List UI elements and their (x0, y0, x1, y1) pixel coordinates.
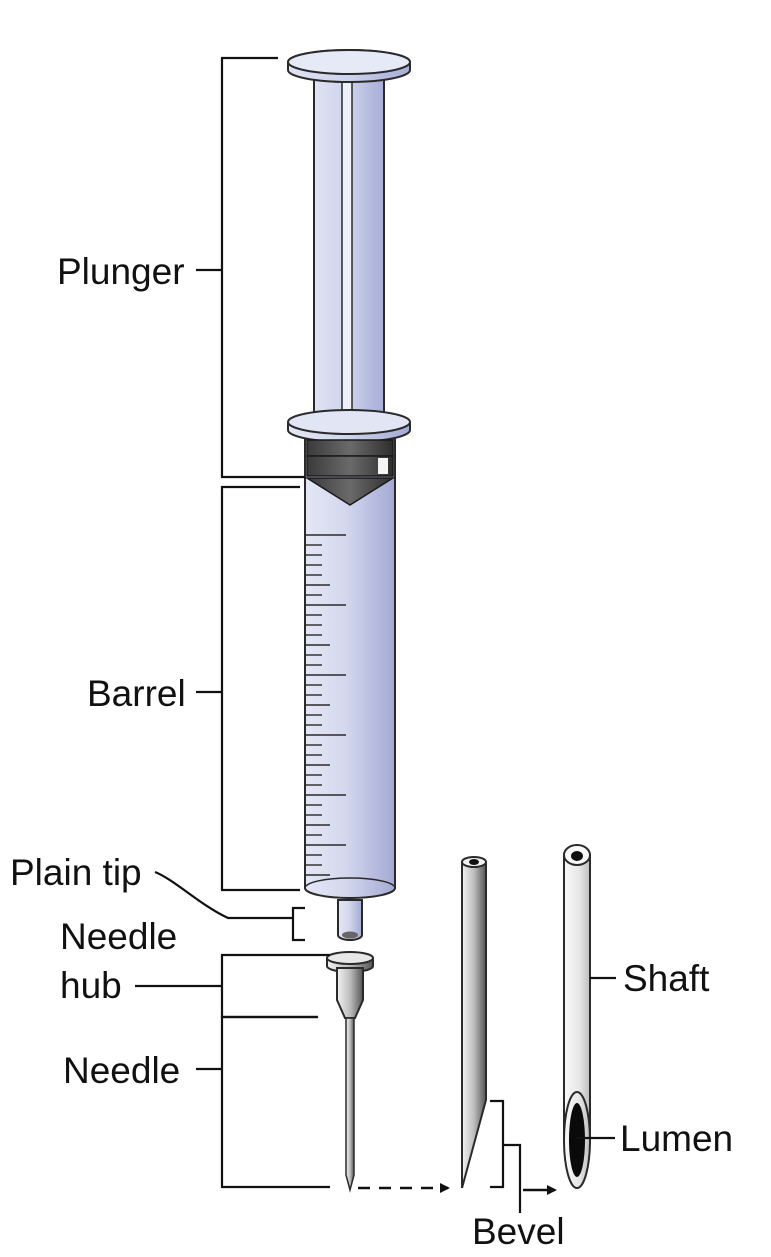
label-plain-tip: Plain tip (10, 852, 142, 893)
label-needle-hub-line1: Needle (60, 916, 178, 957)
label-needle-hub-line2: hub (60, 965, 122, 1006)
label-barrel: Barrel (87, 673, 186, 714)
label-needle: Needle (63, 1050, 181, 1091)
needle (345, 1017, 355, 1193)
shaft-lumen-detail (563, 844, 591, 1189)
barrel-bracket (220, 485, 300, 892)
label-shaft: Shaft (623, 958, 710, 999)
barrel (287, 409, 411, 899)
needle-hub (326, 951, 374, 1019)
needle-bracket (220, 1015, 330, 1189)
plain-tip-leader (154, 870, 293, 920)
label-bevel: Bevel (472, 1211, 565, 1252)
plain-tip-bracket (291, 906, 305, 942)
plain-tip (337, 899, 363, 941)
plunger (287, 49, 411, 423)
label-lumen: Lumen (620, 1118, 734, 1159)
label-plunger: Plunger (57, 251, 185, 292)
plunger-bracket (220, 56, 305, 479)
bevel-bracket (490, 1099, 505, 1189)
bevel-needle-detail (461, 856, 487, 1189)
needle-hub-bracket (220, 953, 330, 1019)
